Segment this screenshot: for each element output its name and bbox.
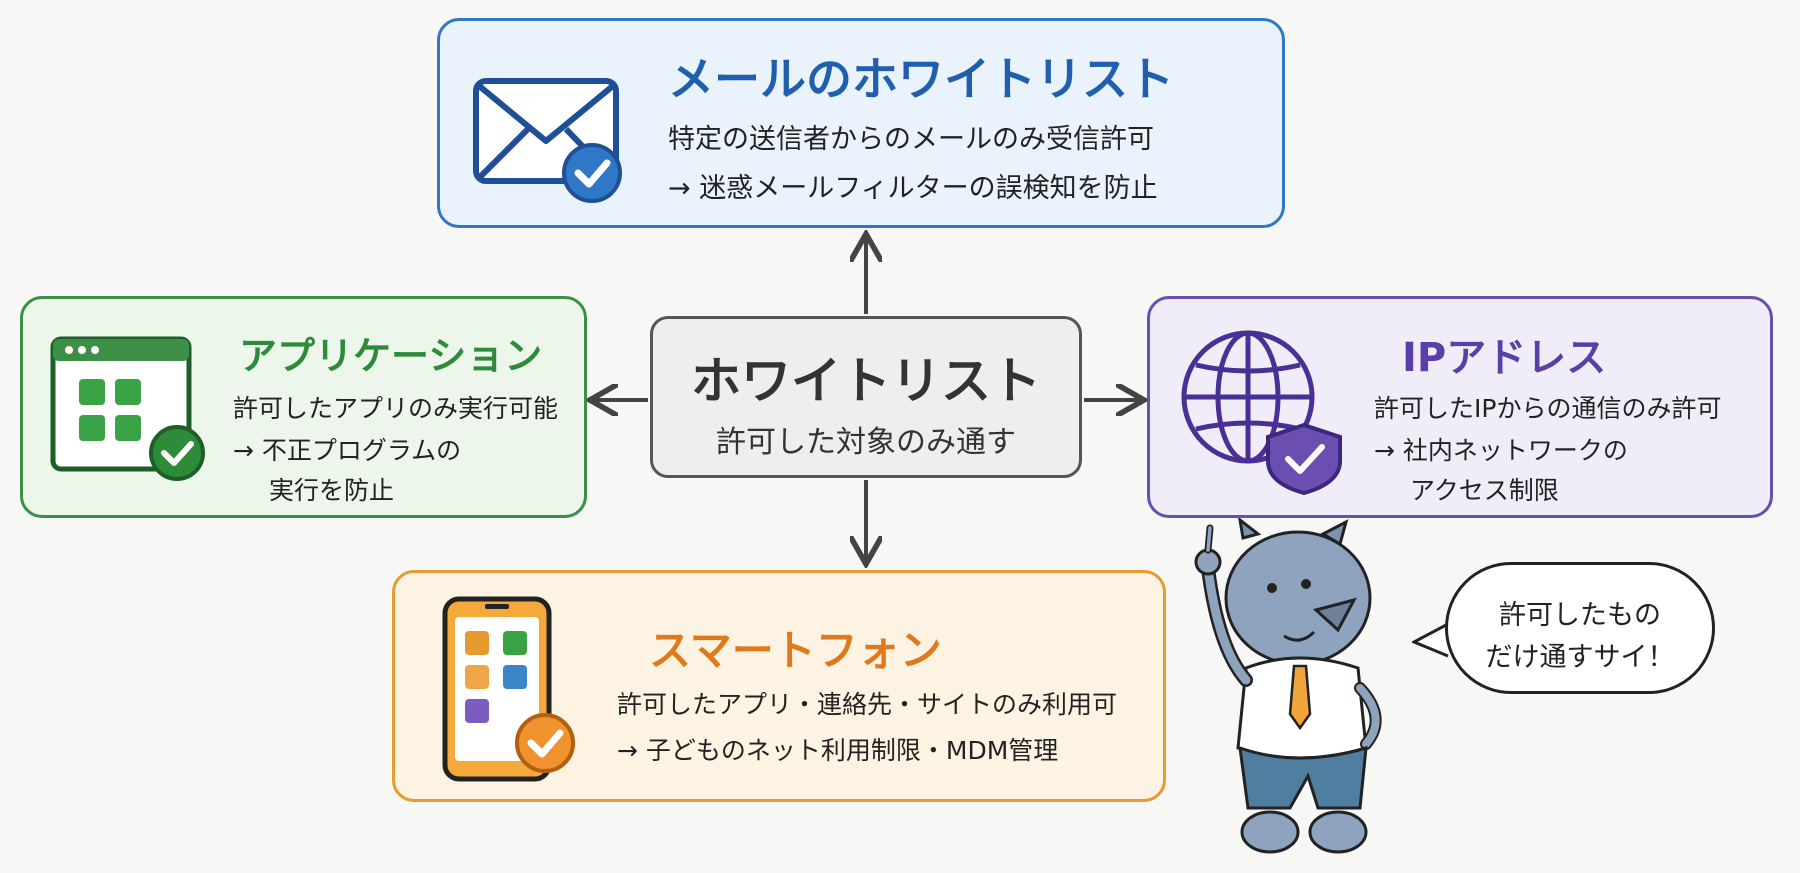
rhino-mascot-icon: [1194, 518, 1382, 854]
smartphone-card-line-1: 許可したアプリ・連絡先・サイトのみ利用可: [617, 690, 1118, 719]
email-card-line-1: 特定の送信者からのメールのみ受信許可: [668, 124, 1154, 155]
ip-address-whitelist-card: IPアドレス 許可したIPからの通信のみ許可 → 社内ネットワークの アクセス制…: [1147, 296, 1773, 518]
speech-line-1: 許可したもの: [1499, 600, 1661, 631]
smartphone-card-line-2: → 子どものネット利用制限・MDM管理: [617, 736, 1059, 765]
email-whitelist-card: メールのホワイトリスト 特定の送信者からのメールのみ受信許可 → 迷惑メールフィ…: [437, 18, 1285, 228]
smartphone-whitelist-card: スマートフォン 許可したアプリ・連絡先・サイトのみ利用可 → 子どものネット利用…: [392, 570, 1166, 802]
speech-line-2: だけ通すサイ！: [1485, 642, 1675, 673]
envelope-check-icon: [473, 78, 622, 203]
ip-card-title: IPアドレス: [1402, 335, 1607, 381]
smartphone-check-icon: [442, 596, 575, 782]
ip-card-line-3: アクセス制限: [1410, 476, 1559, 505]
application-card-line-3: 実行を防止: [269, 476, 395, 505]
ip-card-line-1: 許可したIPからの通信のみ許可: [1374, 394, 1722, 423]
smartphone-card-title: スマートフォン: [649, 626, 942, 675]
speech-bubble-tail: [1412, 622, 1449, 658]
app-window-check-icon: [50, 336, 205, 481]
center-subtitle: 許可した対象のみ通す: [716, 425, 1016, 460]
whitelist-center-card: ホワイトリスト 許可した対象のみ通す: [650, 316, 1082, 478]
center-title: ホワイトリスト: [691, 352, 1041, 410]
application-whitelist-card: アプリケーション 許可したアプリのみ実行可能 → 不正プログラムの 実行を防止: [20, 296, 587, 518]
globe-shield-icon: [1181, 330, 1342, 495]
email-card-line-2: → 迷惑メールフィルターの誤検知を防止: [668, 173, 1158, 204]
ip-card-line-2: → 社内ネットワークの: [1374, 436, 1628, 465]
application-card-line-2: → 不正プログラムの: [233, 436, 462, 465]
application-card-line-1: 許可したアプリのみ実行可能: [233, 394, 559, 423]
speech-bubble: 許可したもの だけ通すサイ！: [1445, 562, 1715, 694]
email-card-title: メールのホワイトリスト: [668, 52, 1174, 106]
application-card-title: アプリケーション: [239, 334, 543, 378]
